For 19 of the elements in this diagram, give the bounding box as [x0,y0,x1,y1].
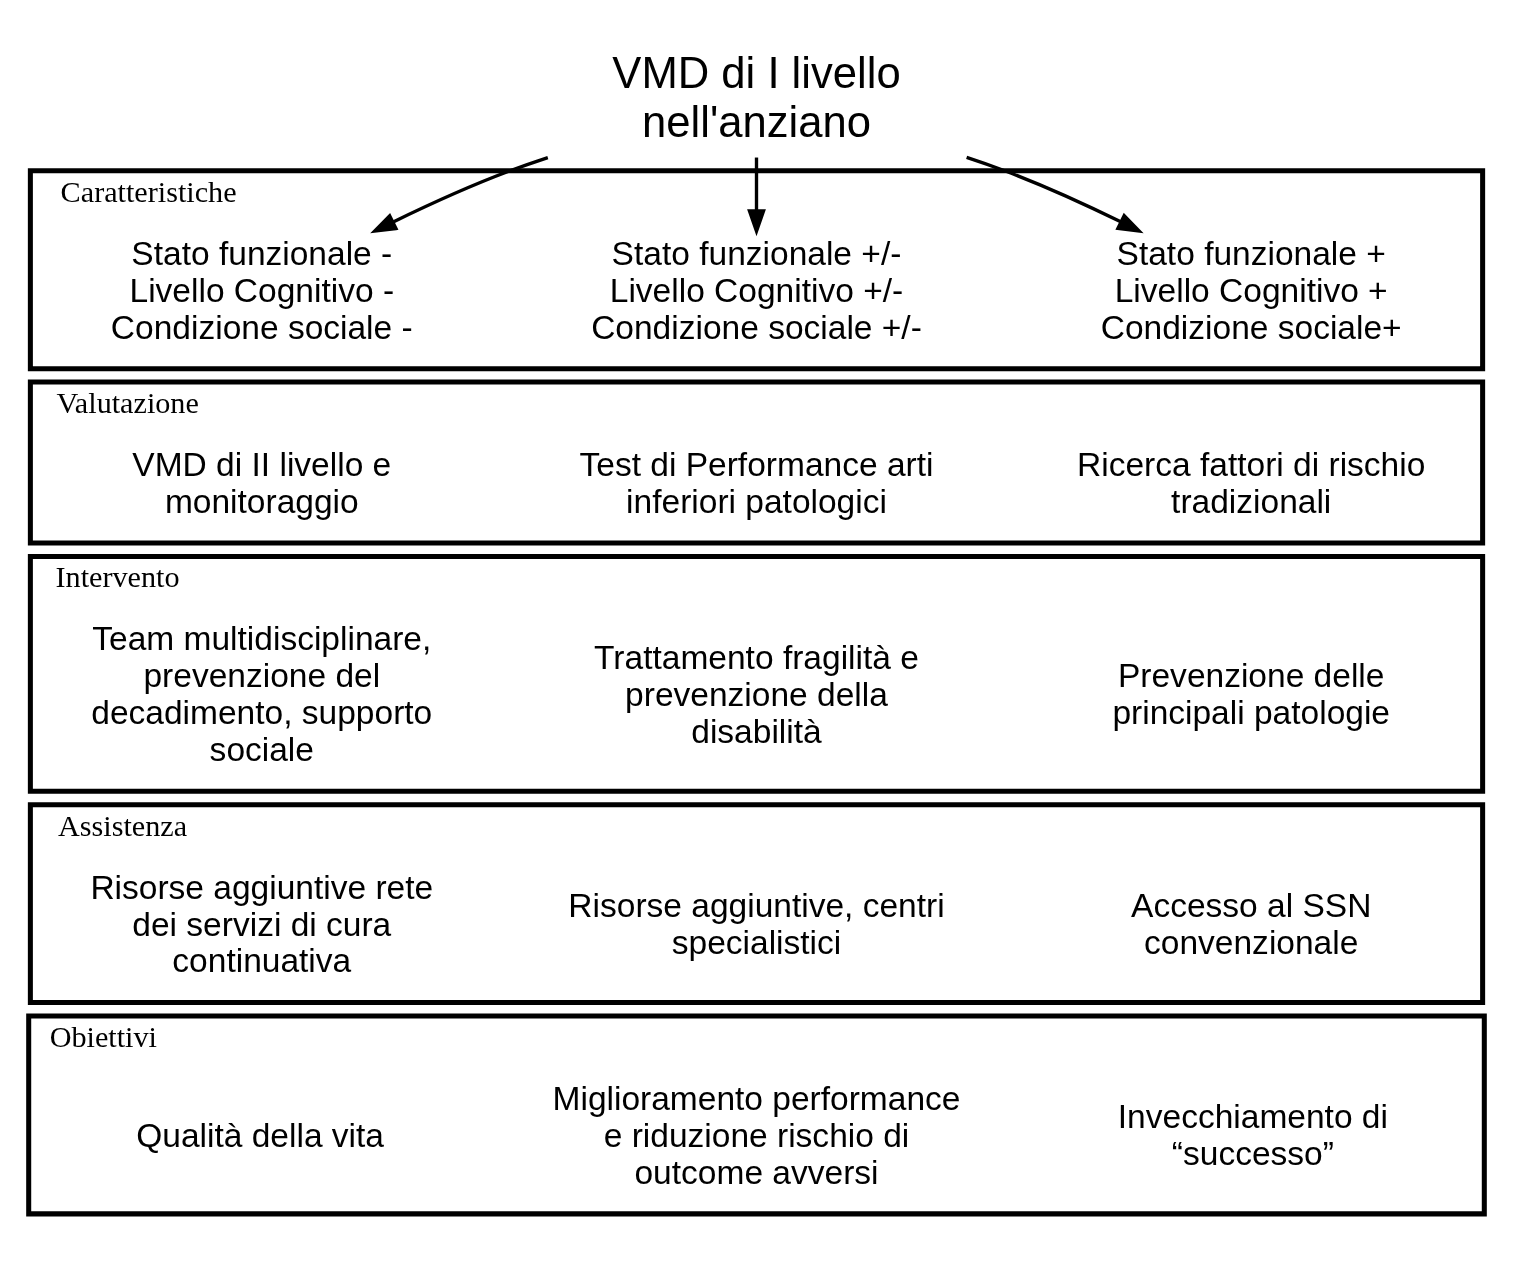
node-text: Risorse aggiuntive rete dei servizi di cura continuativa [90,868,434,979]
node-text: VMD di II livello e monitoraggio [132,445,392,520]
node-text: Ricerca fattori di rischio tradizionali [1077,445,1426,520]
node-text: Trattamento fragilità e prevenzione della disabilità [594,638,919,750]
node-text: VMD di I livello nell'anziano [612,48,901,146]
node-text: Stato funzionale + Livello Cognitivo + Condizione sociale+ [1100,234,1402,345]
node-text: Risorse aggiuntive, centri specialistici [568,886,945,961]
node-text: Accesso al SSN convenzionale [1131,886,1372,961]
arrow [966,155,1144,233]
node-text: Invecchiamento di “successo” [1117,1097,1388,1172]
node-text: Prevenzione delle principali patologie [1112,656,1391,731]
node-text: Team multidisciplinare, prevenzione del decadimento, supporto sociale [91,619,433,768]
arrow [747,157,766,236]
node-text: Stato funzionale - Livello Cognitivo - Condizione sociale - [110,234,413,345]
node-text: Miglioramento performance e riduzione rischio di outcome avversi [552,1079,961,1191]
arrow [370,155,549,233]
node-text: Qualità della vita [136,1116,385,1154]
node-text: Stato funzionale +/- Livello Cognitivo +/- Condizione sociale +/- [591,234,922,345]
node-text: Test di Performance arti inferiori patologici [579,445,934,520]
